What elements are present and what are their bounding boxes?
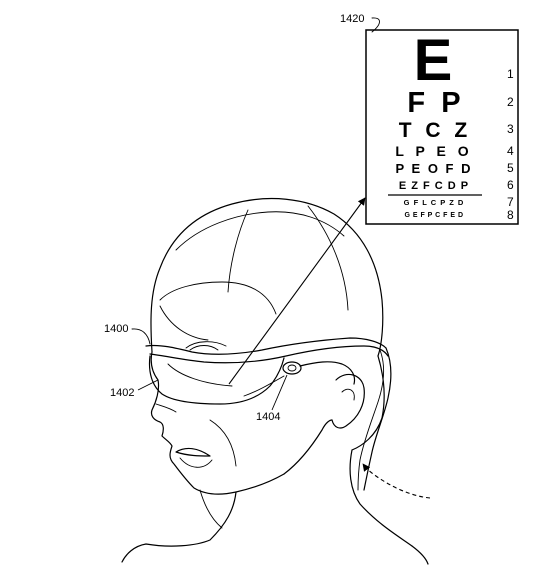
chart-row-8-letters: G E F P C F E D — [404, 212, 463, 219]
neck-line — [199, 489, 223, 529]
chart-row-7-number: 7 — [507, 195, 514, 209]
face-profile — [150, 351, 285, 495]
chart-row-4-number: 4 — [507, 144, 514, 158]
glasses-device — [145, 337, 392, 491]
lens-inner — [167, 363, 233, 387]
leader-1420 — [371, 17, 380, 33]
label-1402: 1402 — [110, 387, 134, 399]
brow — [185, 341, 227, 349]
chart-row-5-number: 5 — [507, 161, 514, 175]
cap-seam-right — [307, 205, 349, 311]
frame-band-lower — [149, 345, 389, 364]
chart-row-6-number: 6 — [507, 178, 514, 192]
connector-module-inner — [287, 364, 297, 372]
lower-lip — [179, 457, 213, 468]
lens-visor — [148, 355, 285, 405]
chart-row-7-letters: G F L C P Z D — [404, 198, 465, 207]
frame-band-top — [145, 337, 387, 355]
chart-row-2-number: 2 — [507, 95, 514, 109]
neck-back — [349, 449, 413, 547]
cap-seam-center — [227, 209, 249, 293]
nose — [155, 403, 177, 413]
back-of-head — [351, 355, 385, 451]
neck-front — [121, 491, 237, 563]
chart-row-6-letters: E Z F C D P — [399, 180, 469, 192]
chart-row-5-letters: P E O F D — [396, 161, 473, 176]
chart-row-8-number: 8 — [507, 208, 514, 222]
forehead-band-bottom — [159, 305, 209, 341]
chart-row-1-number: 1 — [507, 67, 514, 81]
cranium-outline — [150, 197, 384, 357]
label-1420: 1420 — [340, 13, 364, 25]
head-illustration — [121, 197, 429, 565]
nose-bridge — [189, 345, 219, 351]
chart-row-1-letters: E — [414, 28, 453, 93]
temple-arm — [299, 361, 356, 385]
cap-seam-left — [175, 211, 345, 251]
ear-inner — [341, 388, 355, 401]
label-1400: 1400 — [104, 323, 128, 335]
cable-arrow — [362, 463, 431, 499]
temple-arm-lower — [243, 375, 285, 397]
rear-strap-inner — [357, 349, 385, 491]
leader-1402 — [137, 379, 159, 391]
upper-lip — [175, 447, 211, 457]
chart-row-2-letters: F P — [407, 87, 460, 119]
jaw — [283, 419, 333, 475]
cheek — [209, 419, 237, 467]
leader-1404 — [271, 374, 288, 411]
eye-chart-border — [365, 29, 519, 225]
leader-1400 — [131, 328, 151, 345]
rear-strap — [363, 347, 392, 491]
chart-row-3-number: 3 — [507, 122, 514, 136]
chart-row-4-letters: L P E O — [395, 143, 472, 159]
label-1404: 1404 — [256, 411, 280, 423]
sight-line — [228, 197, 366, 385]
forehead-band-top — [159, 281, 277, 315]
eye-chart: E 1 F P 2 T C Z 3 L P E O 4 P E O F D 5 … — [365, 28, 519, 225]
ear — [331, 373, 365, 429]
chart-row-3-letters: T C Z — [399, 119, 472, 142]
shoulder-right — [411, 545, 429, 565]
